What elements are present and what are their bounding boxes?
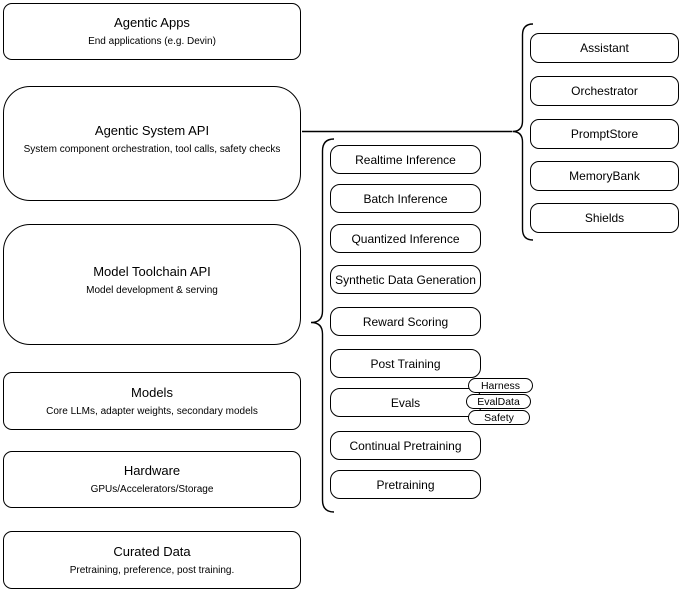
node-title: Hardware [123, 463, 181, 478]
node-continual-pretraining: Continual Pretraining [330, 431, 481, 460]
node-subtitle: Core LLMs, adapter weights, secondary mo… [46, 405, 258, 417]
node-subtitle: GPUs/Accelerators/Storage [90, 484, 214, 495]
node-post-training: Post Training [330, 349, 481, 378]
node-assistant: Assistant [530, 33, 679, 63]
node-hardware: Hardware GPUs/Accelerators/Storage [3, 451, 301, 508]
node-orchestrator: Orchestrator [530, 76, 679, 106]
node-title: Model Toolchain API [93, 263, 211, 279]
node-model-toolchain-api: Model Toolchain API Model development & … [3, 224, 301, 345]
node-quantized-inference: Quantized Inference [330, 224, 481, 253]
tag-harness: Harness [468, 378, 533, 393]
node-subtitle: Model development & serving [86, 284, 218, 296]
node-pretraining: Pretraining [330, 470, 481, 499]
tag-evaldata: EvalData [466, 394, 531, 409]
node-agentic-apps: Agentic Apps End applications (e.g. Devi… [3, 3, 301, 60]
node-subtitle: System component orchestration, tool cal… [23, 143, 281, 155]
node-memorybank: MemoryBank [530, 161, 679, 191]
node-subtitle: Pretraining, preference, post training. [69, 564, 235, 576]
node-shields: Shields [530, 203, 679, 233]
node-models: Models Core LLMs, adapter weights, secon… [3, 372, 301, 430]
tag-safety: Safety [468, 410, 530, 425]
node-batch-inference: Batch Inference [330, 184, 481, 213]
node-agentic-system-api: Agentic System API System component orch… [3, 86, 301, 201]
node-title: Agentic Apps [114, 15, 190, 30]
node-title: Curated Data [113, 543, 191, 559]
node-realtime-inference: Realtime Inference [330, 145, 481, 174]
node-title: Agentic System API [94, 122, 210, 138]
node-promptstore: PromptStore [530, 119, 679, 149]
node-evals: Evals [330, 388, 481, 417]
node-curated-data: Curated Data Pretraining, preference, po… [3, 531, 301, 589]
node-synthetic-data-generation: Synthetic Data Generation [330, 265, 481, 294]
node-title: Models [131, 384, 173, 400]
node-subtitle: End applications (e.g. Devin) [88, 36, 216, 47]
node-reward-scoring: Reward Scoring [330, 307, 481, 336]
